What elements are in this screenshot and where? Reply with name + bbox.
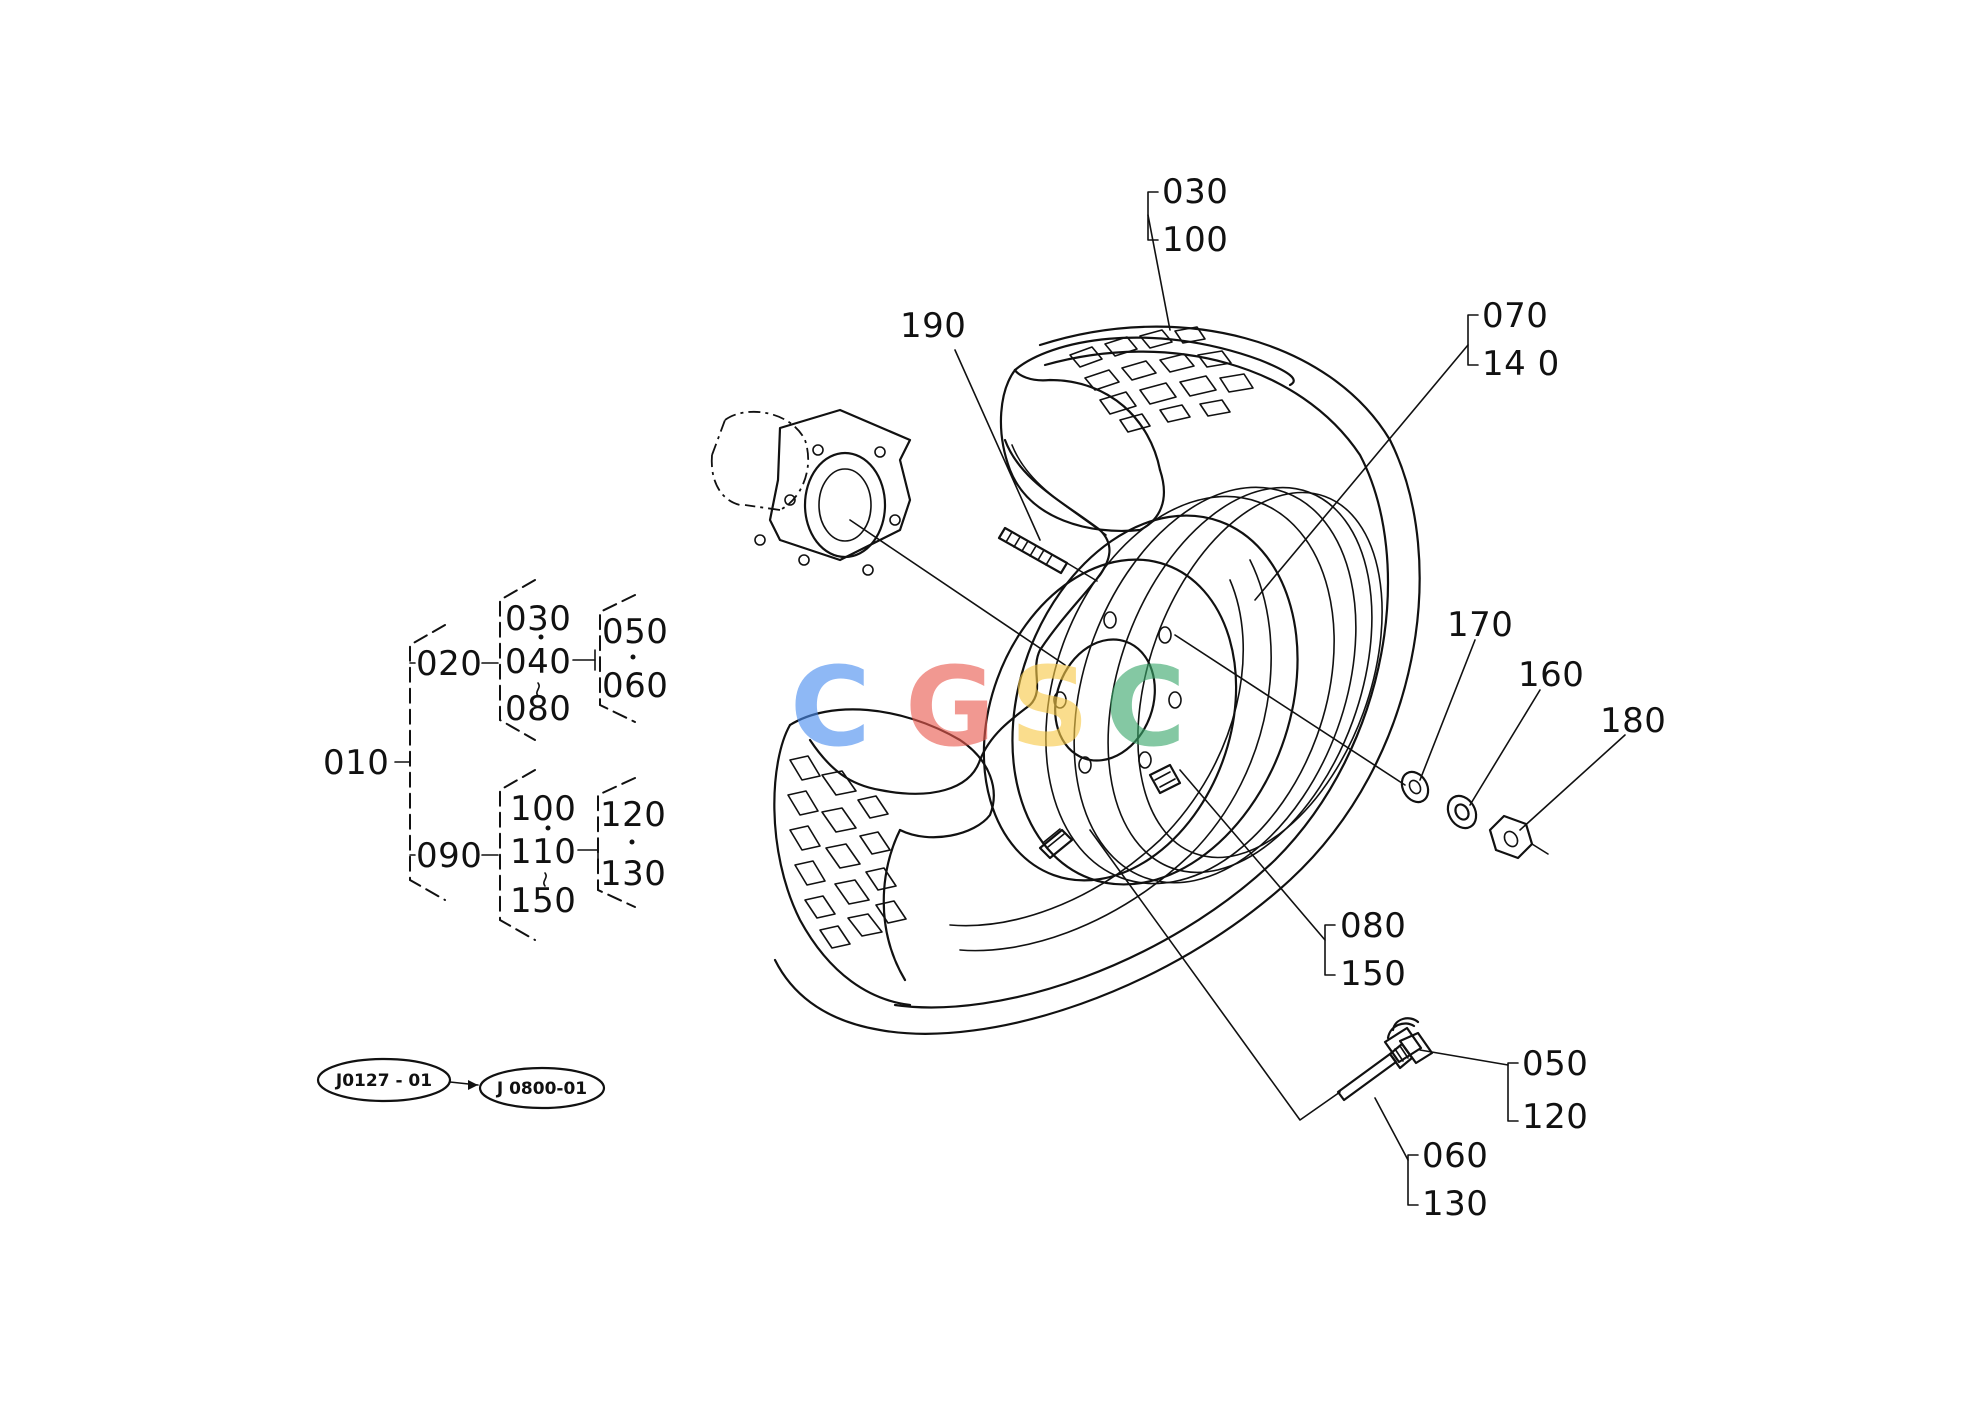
valve-stem-mounted: [1038, 828, 1074, 860]
tree-leaf-060: 060: [602, 666, 668, 706]
spring-washer-160: [1446, 794, 1478, 830]
watermark-letter-2: G: [905, 643, 995, 771]
reference-from-oval: [316, 1057, 452, 1103]
assembly-tree: 010 020 030 040 080 050 060 090 100 110 …: [323, 579, 668, 941]
tree-leaf-050: 050: [602, 612, 668, 652]
callout-070: 070: [1482, 296, 1548, 336]
callout-080: 080: [1340, 906, 1406, 946]
callout-060: 060: [1422, 1136, 1488, 1176]
callout-labels: 030 100 190 070 14 0 170 160 180 080 150…: [900, 172, 1666, 1224]
valve-cap: [1383, 1022, 1423, 1064]
wheel-rim: [982, 486, 1383, 886]
callout-190: 190: [900, 306, 966, 346]
watermark-logo: C G S C: [790, 643, 1186, 771]
callout-130: 130: [1422, 1184, 1488, 1224]
bolt-holes: [1053, 611, 1182, 774]
callout-150: 150: [1340, 954, 1406, 994]
washer-170: [1400, 770, 1430, 804]
callout-160: 160: [1518, 655, 1584, 695]
callout-050: 050: [1522, 1044, 1588, 1084]
tire: [773, 325, 1421, 1035]
axle-hub: [710, 408, 912, 576]
wheel-stud: [997, 526, 1098, 582]
callout-140: 14 0: [1482, 344, 1560, 384]
tree-child-040: 040: [505, 642, 571, 682]
callout-170: 170: [1447, 605, 1513, 645]
watermark-letter-4: C: [1105, 643, 1186, 771]
callout-100: 100: [1162, 220, 1228, 260]
reference-from: J0127 - 01: [335, 1071, 432, 1091]
tree-child-110: 110: [510, 832, 576, 872]
tree-leaf-120: 120: [600, 795, 666, 835]
tree-child-030: 030: [505, 599, 571, 639]
reference-to: J 0800-01: [496, 1079, 587, 1099]
tree-child-100: 100: [510, 789, 576, 829]
tree-child-150: 150: [510, 881, 576, 921]
callout-180: 180: [1600, 701, 1666, 741]
leader-lines: [849, 191, 1626, 1206]
callout-030: 030: [1162, 172, 1228, 212]
nut-180: [1488, 814, 1549, 860]
watermark-letter-3: S: [1010, 643, 1089, 771]
watermark-letter-1: C: [790, 643, 871, 771]
tree-node-020: 020: [416, 644, 482, 684]
callout-120: 120: [1522, 1097, 1588, 1137]
reference-to-oval: [478, 1066, 606, 1110]
tree-node-090: 090: [416, 836, 482, 876]
reference-links: J0127 - 01 J 0800-01: [316, 1057, 606, 1110]
tree-root: 010: [323, 743, 389, 783]
valve-assembly: [1336, 1017, 1434, 1102]
tree-leaf-130: 130: [600, 854, 666, 894]
